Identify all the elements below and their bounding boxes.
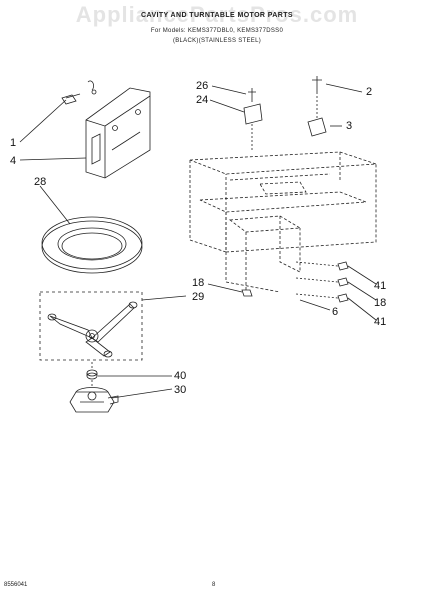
coupler-spacer [86,362,98,380]
callout-29: 29 [192,291,205,303]
callout-24: 24 [196,94,209,106]
model-numbers: For Models: KEMS377DBL0, KEMS377DSS0 [150,28,284,34]
callout-3: 3 [346,120,353,132]
callout-30: 30 [174,384,187,396]
finish-note: (BLACK)(STAINLESS STEEL) [172,38,262,44]
callout-1: 1 [10,137,17,149]
oven-cavity-wireframe [189,151,377,293]
document-part-number: 8556041 [4,582,28,588]
upper-bracket-screw [209,85,263,150]
top-screw-and-clip [307,76,363,137]
roller-support-hub [39,291,143,361]
turntable-motor [69,380,119,413]
callout-28: 28 [34,176,47,188]
callout-18-right: 18 [374,297,387,309]
callout-18-left: 18 [192,277,205,289]
callout-6: 6 [332,306,339,318]
leader-lines [19,99,187,399]
callout-2: 2 [366,86,373,98]
callout-41-bottom: 41 [374,316,387,328]
watermark-logo: AppliancePartsPros.com [75,2,359,27]
diagram-title: CAVITY AND TURNTABLE MOTOR PARTS [141,12,293,19]
thermal-cutout-part [61,80,97,105]
callout-41-top: 41 [374,280,387,292]
callout-26: 26 [196,80,209,92]
turntable-support-ring [41,216,143,274]
screw-18-left [207,283,253,297]
page-number: 8 [212,582,216,588]
side-screws-right [295,261,377,321]
callout-40: 40 [174,370,187,382]
callout-4: 4 [10,155,17,167]
mounting-bracket-part [85,87,151,179]
